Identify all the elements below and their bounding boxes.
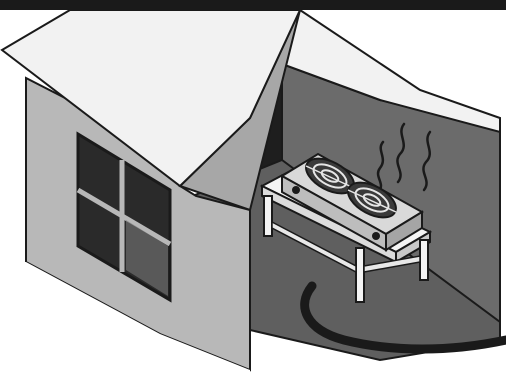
- stove-knob-right: [372, 232, 380, 240]
- table-leg-front-right: [356, 248, 364, 302]
- table-leg-back-right: [420, 240, 428, 280]
- stove-knob-left: [292, 186, 300, 194]
- top-border: [0, 0, 506, 10]
- table-leg-front-left: [264, 196, 272, 236]
